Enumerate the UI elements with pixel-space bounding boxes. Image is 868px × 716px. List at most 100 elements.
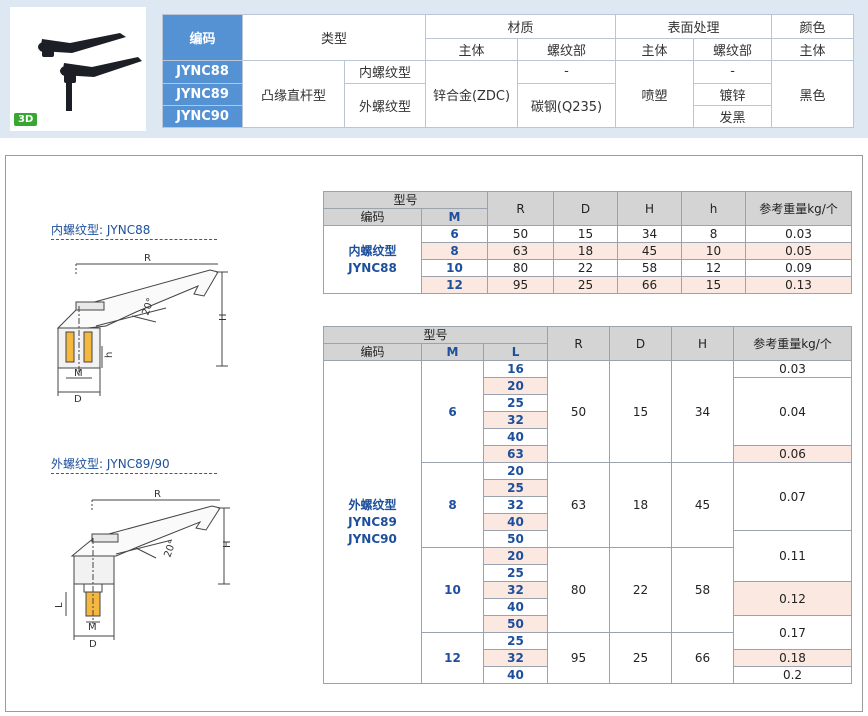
table1-h: 15 xyxy=(681,276,747,294)
table2-L: 25 xyxy=(482,564,549,582)
spec-surface-thread: - xyxy=(693,60,773,84)
spec-material-thread: - xyxy=(517,60,617,84)
internal-thread-drawing: R 20° H h M D xyxy=(56,253,229,405)
table1-M: 12 xyxy=(420,276,489,294)
spec-type: 凸缘直杆型 xyxy=(242,60,345,128)
table2-weight: 0.04 xyxy=(733,377,853,446)
table2-H: 34 xyxy=(671,360,735,463)
dim-M: M xyxy=(74,368,83,379)
spec-sub-thread: 螺纹部 xyxy=(517,38,617,62)
spec-sub-main: 主体 xyxy=(615,38,695,62)
table2-L: 40 xyxy=(482,598,549,616)
table2-code-line2: JYNC89 xyxy=(348,514,397,529)
spec-header-type: 类型 xyxy=(241,13,427,62)
table1-H: 58 xyxy=(617,259,683,277)
table1-header-D: D xyxy=(553,191,619,226)
internal-thread-label: 内螺纹型: JYNC88 xyxy=(51,221,217,240)
table1-code-line1: 内螺纹型 xyxy=(348,243,397,258)
table1-weight: 0.09 xyxy=(745,259,853,277)
table2-weight: 0.06 xyxy=(733,445,853,463)
table1-M: 10 xyxy=(420,259,489,277)
spec-code[interactable]: JYNC89 xyxy=(162,82,243,106)
table2-weight: 0.17 xyxy=(733,615,853,650)
table2-H: 58 xyxy=(671,547,735,633)
spec-header-color: 颜色 xyxy=(771,13,855,40)
table1-h: 12 xyxy=(681,259,747,277)
table2-header-weight: 参考重量kg/个 xyxy=(733,326,853,361)
table2-weight: 0.18 xyxy=(733,649,853,667)
spec-sub-thread: 螺纹部 xyxy=(693,38,773,62)
spec-code[interactable]: JYNC90 xyxy=(162,104,243,129)
table1-header-code: 编码 xyxy=(323,208,422,226)
table2-L: 25 xyxy=(482,479,549,497)
table2-L: 32 xyxy=(482,411,549,429)
table2-D: 15 xyxy=(609,360,673,463)
table2-L: 25 xyxy=(482,632,549,650)
table2-header-D: D xyxy=(609,326,673,361)
spec-table: 编码 类型 材质 表面处理 颜色 主体 螺纹部 主体 螺纹部 主体 JYNC88… xyxy=(162,13,855,129)
table2-M: 6 xyxy=(421,360,484,463)
table1-H: 45 xyxy=(617,242,683,260)
spec-surface-main: 喷塑 xyxy=(615,60,695,128)
drawing-frame: 内螺纹型: JYNC88 R 20° H h M D xyxy=(5,155,863,712)
table2-weight: 0.12 xyxy=(733,581,853,616)
clamping-lever-image xyxy=(38,33,142,111)
table2-D: 22 xyxy=(609,547,673,633)
table2-header-L: L xyxy=(482,343,549,361)
table2-code-line1: 外螺纹型 xyxy=(348,497,397,512)
dim-h: h xyxy=(104,352,115,358)
table2-R: 80 xyxy=(547,547,611,633)
table1-M: 8 xyxy=(420,242,489,260)
dim-L: L xyxy=(54,602,65,608)
table1-D: 18 xyxy=(553,242,619,260)
table2-M: 8 xyxy=(421,462,484,548)
table1-M: 6 xyxy=(420,225,489,243)
spec-code[interactable]: JYNC88 xyxy=(162,60,243,84)
spec-surface-thread: 发黑 xyxy=(693,104,773,129)
table2-L: 32 xyxy=(482,496,549,514)
table1-header-H: H xyxy=(617,191,683,226)
table1-weight: 0.05 xyxy=(745,242,853,260)
table1-weight: 0.03 xyxy=(745,225,853,243)
spec-surface-thread: 镀锌 xyxy=(693,82,773,106)
dim-D: D xyxy=(89,639,97,650)
table2-weight: 0.03 xyxy=(733,360,853,378)
table2-L: 25 xyxy=(482,394,549,412)
spec-material-thread: 碳钢(Q235) xyxy=(517,82,617,129)
table2-M: 12 xyxy=(421,632,484,684)
spec-thread-external: 外螺纹型 xyxy=(343,82,427,129)
external-thread-label: 外螺纹型: JYNC89/90 xyxy=(51,455,217,474)
table1-header-h: h xyxy=(681,191,747,226)
table1-H: 34 xyxy=(617,225,683,243)
table2-L: 16 xyxy=(482,360,549,378)
table2-L: 20 xyxy=(482,462,549,480)
table1-H: 66 xyxy=(617,276,683,294)
table1-R: 50 xyxy=(487,225,555,243)
table2-L: 40 xyxy=(482,428,549,446)
table2-L: 50 xyxy=(482,615,549,633)
dim-H: H xyxy=(218,313,229,321)
table2-code-line3: JYNC90 xyxy=(348,531,397,546)
dim-M: M xyxy=(88,622,97,633)
3d-badge[interactable]: 3D xyxy=(14,113,38,126)
table1-header-R: R xyxy=(487,191,555,226)
table1-R: 80 xyxy=(487,259,555,277)
spec-sub-main: 主体 xyxy=(425,38,519,62)
table2-H: 45 xyxy=(671,462,735,548)
spec-header-surface: 表面处理 xyxy=(615,13,773,40)
table2-header-code: 编码 xyxy=(323,343,422,361)
table1-header-weight: 参考重量kg/个 xyxy=(745,191,853,226)
table2-H: 66 xyxy=(671,632,735,684)
table1-D: 25 xyxy=(553,276,619,294)
table2-weight: 0.11 xyxy=(733,530,853,582)
product-thumbnail: 3D xyxy=(10,7,146,131)
spec-material-main: 锌合金(ZDC) xyxy=(425,60,519,128)
spec-thread-internal: 内螺纹型 xyxy=(343,60,427,84)
table2-header-R: R xyxy=(547,326,611,361)
spec-sub-main: 主体 xyxy=(771,38,855,62)
table1-weight: 0.13 xyxy=(745,276,853,294)
